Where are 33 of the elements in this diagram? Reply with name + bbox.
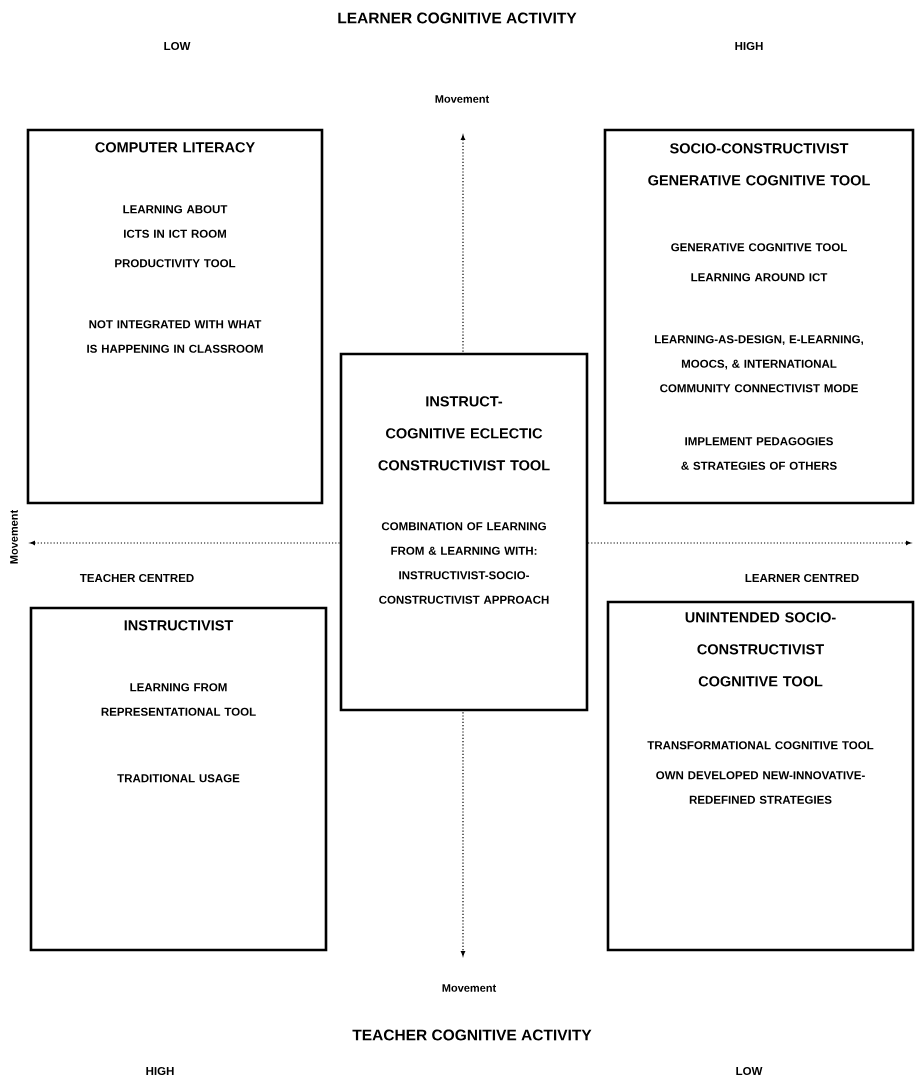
box-text: IMPLEMENT PEDAGOGIES & STRATEGIES OF OTHERS: [681, 437, 837, 470]
axis-end-label: LEARNER CENTRED: [745, 573, 859, 583]
axis-label: Movement: [10, 509, 18, 564]
axis-title: LEARNER COGNITIVE ACTIVITY: [338, 12, 577, 24]
quadrant-box: [606, 600, 915, 952]
axis-end-label: HIGH: [735, 41, 763, 51]
axis-label: Movement: [442, 984, 497, 992]
box-text: LEARNING-AS-DESIGN, E-LEARNING, MOOCS, & INTERNATIONAL COMMUNITY CONNECTIVIST MODE: [655, 335, 863, 393]
box-text: LEARNING AROUND ICT: [691, 273, 828, 282]
axis-label: Movement: [435, 95, 490, 103]
box-heading: UNINTENDED SOCIO-CONSTRUCTIVIST COGNITIVE TOOL: [685, 612, 836, 687]
axis-title: TEACHER COGNITIVE ACTIVITY: [352, 1029, 592, 1041]
axis-end-label: HIGH: [146, 1066, 174, 1076]
box-text: LEARNING FROM REPRESENTATIONAL TOOL: [101, 683, 256, 716]
box-heading: COMPUTER LITERACY: [95, 142, 255, 153]
box-text: GENERATIVE COGNITIVE TOOL: [671, 243, 847, 252]
box-text: OWN DEVELOPED NEW-INNOVATIVE-REDEFINED STRATEGIES: [656, 771, 865, 804]
box-text: COMBINATION OF LEARNING FROM & LEARNING WITH: INSTRUCTIVIST-SOCIO-CONSTRUCTIVIST APPROACH: [379, 522, 549, 604]
box-heading: INSTRUCTIVIST: [124, 620, 234, 631]
box-text: TRANSFORMATIONAL COGNITIVE TOOL: [647, 741, 874, 750]
box-heading: SOCIO-CONSTRUCTIVIST GENERATIVE COGNITIVE TOOL: [648, 143, 870, 186]
quadrant-box: [26, 128, 324, 505]
box-text: NOT INTEGRATED WITH WHAT IS HAPPENING IN CLASSROOM: [87, 320, 263, 353]
axis-end-label: LOW: [736, 1066, 763, 1076]
box-text: TRADITIONAL USAGE: [117, 774, 240, 783]
box-text: LEARNING ABOUT ICTS IN ICT ROOM: [123, 205, 228, 238]
quadrant-box: [603, 128, 915, 505]
axis-end-label: LOW: [164, 41, 191, 51]
axis-end-label: TEACHER CENTRED: [79, 573, 194, 583]
quadrant-box: [339, 352, 589, 712]
quadrant-box: [29, 606, 328, 952]
box-text: PRODUCTIVITY TOOL: [115, 259, 236, 268]
box-heading: INSTRUCT-COGNITIVE ECLECTIC CONSTRUCTIVIST TOOL: [378, 396, 550, 471]
